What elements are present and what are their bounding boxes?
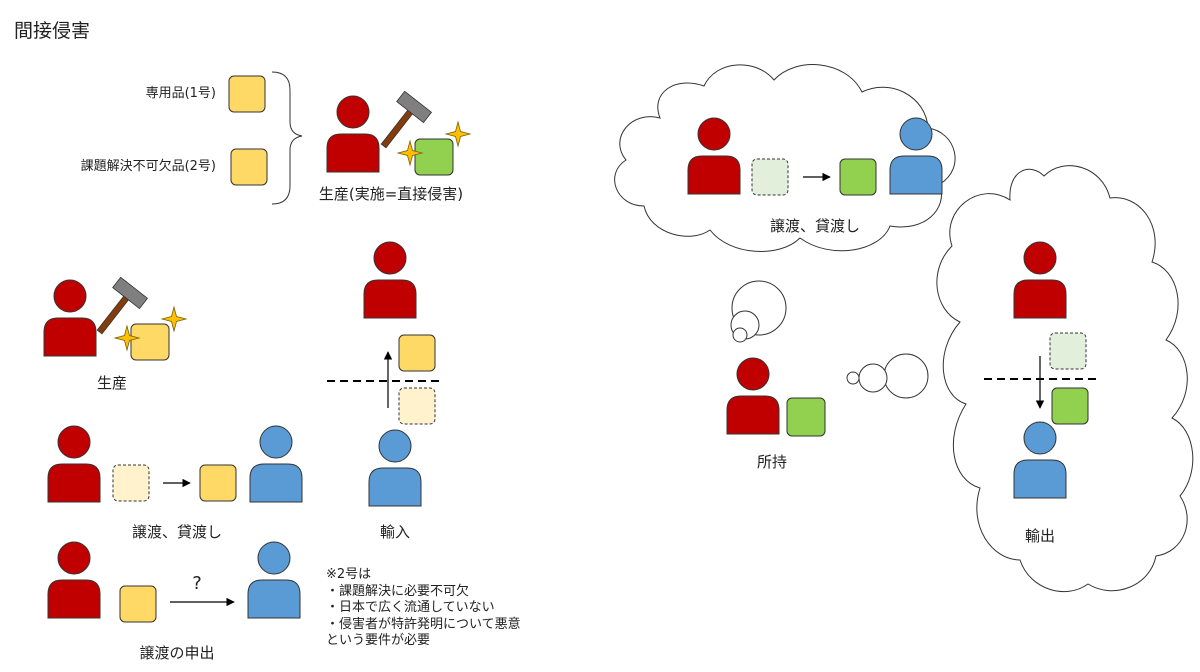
page-title: 間接侵害 <box>14 20 90 42</box>
thought-bubble <box>858 363 888 393</box>
person-icon <box>368 429 422 507</box>
note-line: ・日本で広く流通していない <box>326 600 495 615</box>
item-label-essential: 課題解決不可欠品(2号) <box>81 158 216 174</box>
label-import: 輸入 <box>380 523 410 541</box>
note-line: ・課題解決に必要不可欠 <box>326 583 470 599</box>
label-cloud-transfer: 譲渡、貸渡し <box>770 217 860 235</box>
item-box-icon <box>199 464 237 502</box>
bracket <box>271 71 303 205</box>
person-icon <box>43 279 97 357</box>
item-box-icon <box>414 138 454 176</box>
item-box-icon <box>786 397 826 437</box>
note-line: ※2号は <box>326 567 372 582</box>
note-line: ・侵害者が特許発明について悪意 <box>326 616 521 632</box>
item-box-icon <box>230 148 268 186</box>
person-icon <box>363 241 417 319</box>
label-transfer: 譲渡、貸渡し <box>132 523 222 541</box>
person-icon <box>726 357 780 435</box>
item-box-icon <box>1051 387 1089 425</box>
thought-bubble <box>732 327 748 343</box>
item-box-icon <box>398 387 436 425</box>
thought-bubble <box>846 371 860 385</box>
label-possession: 所持 <box>757 453 787 471</box>
thought-cloud <box>614 64 956 252</box>
item-box-icon <box>839 158 877 196</box>
label-production: 生産 <box>97 374 127 392</box>
question-mark: ? <box>192 573 202 594</box>
label-offer: 譲渡の申出 <box>139 644 214 662</box>
item-box-icon <box>398 334 436 372</box>
thought-bubble <box>883 353 929 399</box>
item-box-icon <box>1049 332 1087 370</box>
person-icon <box>47 425 101 503</box>
label-export: 輸出 <box>1025 527 1055 545</box>
person-icon <box>249 425 303 503</box>
item-box-icon <box>228 75 266 113</box>
item-box-icon <box>119 585 157 623</box>
note-line: という要件が必要 <box>326 633 431 648</box>
item-label-dedicated: 専用品(1号) <box>146 86 216 101</box>
label-production-direct: 生産(実施=直接侵害) <box>319 185 463 203</box>
item-box-icon <box>112 464 150 502</box>
person-icon <box>47 541 101 619</box>
item-box-icon <box>751 158 789 196</box>
person-icon <box>247 541 301 619</box>
item-box-icon <box>130 323 170 361</box>
person-icon <box>326 95 380 173</box>
requirements-note: ※2号は ・課題解決に必要不可欠 ・日本で広く流通していない ・侵害者が特許発明… <box>326 567 586 650</box>
